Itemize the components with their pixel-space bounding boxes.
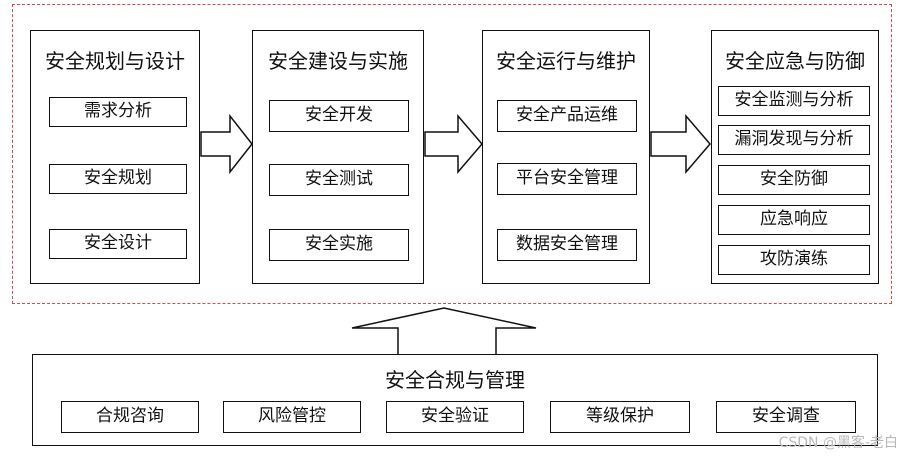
stage-title: 安全建设与实施 <box>268 49 408 73</box>
stage-item: 数据安全管理 <box>497 229 637 261</box>
panel-title: 安全合规与管理 <box>385 368 525 392</box>
stage-item: 安全开发 <box>269 100 409 132</box>
stage-item: 需求分析 <box>49 97 187 127</box>
stage-item: 安全设计 <box>49 229 187 259</box>
panel-item: 安全验证 <box>386 401 524 433</box>
stage-emergency-defense: 安全应急与防御 安全监测与分析 漏洞发现与分析 安全防御 应急响应 攻防演练 <box>711 30 879 284</box>
panel-item: 等级保护 <box>550 401 690 433</box>
right-arrow-icon <box>650 114 711 174</box>
stage-item: 漏洞发现与分析 <box>718 125 870 155</box>
panel-item: 安全调查 <box>716 401 856 433</box>
stage-item: 安全监测与分析 <box>718 86 870 116</box>
panel-item: 风险管控 <box>223 401 361 433</box>
stage-operation-maintenance: 安全运行与维护 安全产品运维 平台安全管理 数据安全管理 <box>482 30 650 284</box>
stage-item: 安全产品运维 <box>497 100 637 132</box>
stage-build-implement: 安全建设与实施 安全开发 安全测试 安全实施 <box>252 30 424 284</box>
stage-item: 平台安全管理 <box>497 163 637 195</box>
lifecycle-frame <box>12 4 892 304</box>
stage-title: 安全应急与防御 <box>725 49 865 73</box>
stage-item: 安全实施 <box>269 229 409 261</box>
stage-item: 安全测试 <box>269 164 409 196</box>
stage-item: 攻防演练 <box>718 245 870 275</box>
stage-title: 安全运行与维护 <box>496 49 636 73</box>
up-arrow-icon <box>351 307 537 356</box>
watermark-text: CSDN @黑客-老白 <box>778 435 898 451</box>
compliance-management-panel: 安全合规与管理 合规咨询 风险管控 安全验证 等级保护 安全调查 <box>32 354 878 446</box>
right-arrow-icon <box>200 114 253 174</box>
stage-item: 安全防御 <box>718 165 870 195</box>
stage-title: 安全规划与设计 <box>45 49 185 73</box>
stage-item: 应急响应 <box>718 205 870 235</box>
right-arrow-icon <box>424 114 483 174</box>
stage-item: 安全规划 <box>49 164 187 194</box>
stage-planning-design: 安全规划与设计 需求分析 安全规划 安全设计 <box>30 30 200 284</box>
panel-item: 合规咨询 <box>61 401 199 433</box>
